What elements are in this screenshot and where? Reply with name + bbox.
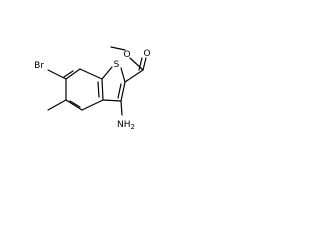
- bond-c5-methyl: [47, 99, 67, 111]
- bond-c2-carbonyl: [124, 69, 144, 83]
- bond-c3a-c7a: [101, 78, 104, 101]
- bond-c4-c3a: [81, 99, 104, 111]
- bond-c7a-s: [101, 66, 113, 80]
- bond-carbonyl-o-double-a: [142, 57, 147, 71]
- bond-c3-c3a: [102, 99, 122, 102]
- bond-carbonyl-o-single: [129, 57, 144, 71]
- amine-group-label: NH2: [117, 120, 135, 131]
- sulfur-atom-label: S: [114, 60, 120, 70]
- bond-carbonyl-o-double-b: [138, 57, 143, 71]
- bond-c2-c3-inner: [117, 83, 122, 99]
- bond-c5-c4-inner: [69, 100, 81, 108]
- bond-c7a-c7: [79, 68, 103, 80]
- bond-c6-br: [47, 69, 67, 80]
- bond-c6-c6-inner: [63, 70, 74, 78]
- amine-subscript-text: 2: [131, 123, 135, 131]
- amine-nh-text: NH: [117, 120, 131, 130]
- bond-c2-c3: [120, 81, 126, 102]
- bond-c3-n: [120, 100, 123, 116]
- bond-c7-c6: [65, 68, 81, 80]
- carbonyl-oxygen-label: O: [143, 49, 150, 59]
- bromine-atom-label: Br: [34, 61, 44, 71]
- ester-oxygen-label: O: [123, 50, 130, 60]
- bond-s-c2: [120, 67, 126, 83]
- bond-c3a-c7a-inner: [97, 81, 100, 98]
- bond-o-methyl: [110, 46, 126, 51]
- bond-c5-c4: [65, 99, 83, 111]
- molecule-structure: S Br O O NH2: [34, 46, 151, 131]
